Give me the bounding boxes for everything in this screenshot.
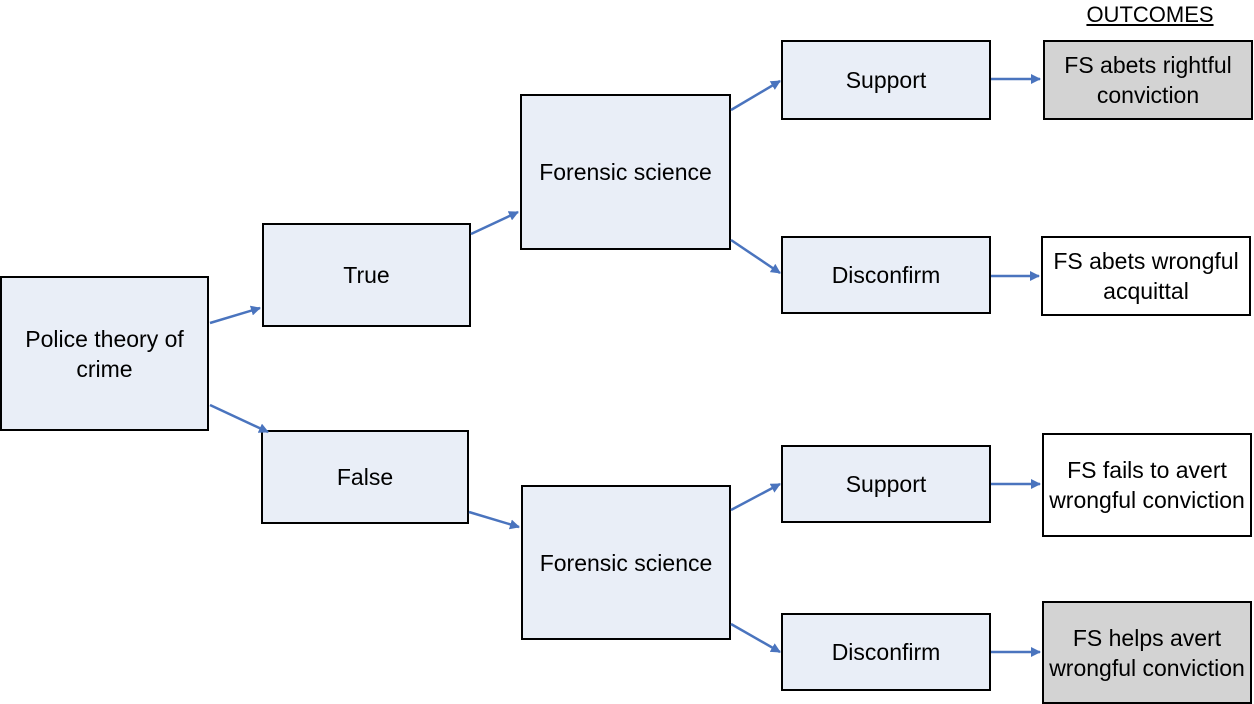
outcome-wrongful-acquittal: FS abets wrongful acquittal bbox=[1041, 236, 1251, 316]
arrow-true-to-fs bbox=[470, 210, 519, 236]
arrow-fs-to-disconfirm-bottom bbox=[730, 622, 781, 654]
police-theory-node: Police theory of crime bbox=[0, 276, 209, 431]
outcome-fails-to-avert: FS fails to avert wrongful conviction bbox=[1042, 433, 1252, 537]
arrow-fs-to-disconfirm-top bbox=[730, 238, 781, 275]
outcomes-heading: OUTCOMES bbox=[1086, 2, 1214, 27]
false-node: False bbox=[261, 430, 469, 524]
support-bottom-node: Support bbox=[781, 445, 991, 523]
disconfirm-bottom-node: Disconfirm bbox=[781, 613, 991, 691]
outcome-helps-avert: FS helps avert wrongful conviction bbox=[1042, 601, 1252, 704]
disconfirm-top-node: Disconfirm bbox=[781, 236, 991, 314]
true-node: True bbox=[262, 223, 471, 327]
outcome-rightful-conviction: FS abets rightful conviction bbox=[1043, 40, 1253, 120]
support-top-node: Support bbox=[781, 40, 991, 120]
arrow-fs-to-support-top bbox=[730, 79, 781, 112]
forensic-science-bottom-node: Forensic science bbox=[521, 485, 731, 640]
forensic-science-top-node: Forensic science bbox=[520, 94, 731, 250]
arrow-police-to-false bbox=[209, 403, 269, 434]
arrow-police-to-true bbox=[209, 305, 261, 325]
arrow-false-to-fs bbox=[468, 510, 520, 530]
arrow-fs-to-support-bottom bbox=[730, 482, 781, 512]
